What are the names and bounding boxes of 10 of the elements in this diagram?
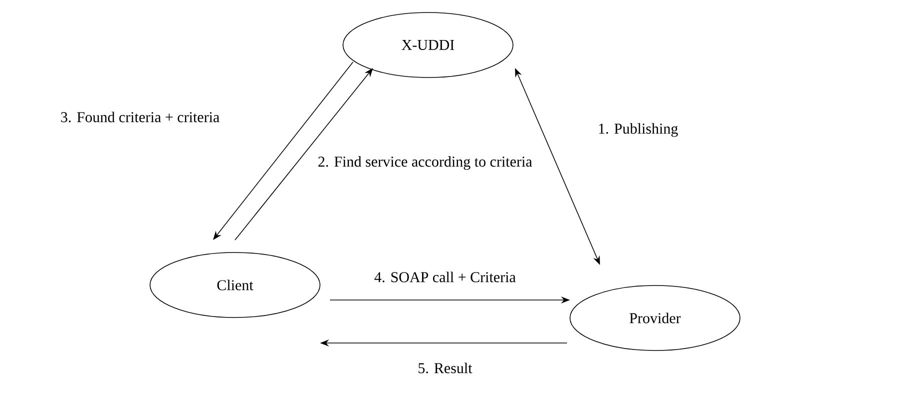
ellipse-node: Client bbox=[150, 252, 320, 318]
edge-label: 1. Publishing bbox=[596, 122, 680, 138]
edge-label: 4. SOAP call + Criteria bbox=[373, 270, 517, 284]
arrow bbox=[213, 62, 354, 240]
ellipse-node: Provider bbox=[570, 285, 740, 351]
ellipse-node: X-UDDI bbox=[342, 12, 514, 78]
edge-label: 5. Result bbox=[416, 362, 474, 374]
edge-label: 3. Found criteria + criteria bbox=[59, 110, 221, 124]
arrow bbox=[234, 68, 373, 240]
edge-label: 2. Find service according to criteria bbox=[316, 155, 534, 171]
